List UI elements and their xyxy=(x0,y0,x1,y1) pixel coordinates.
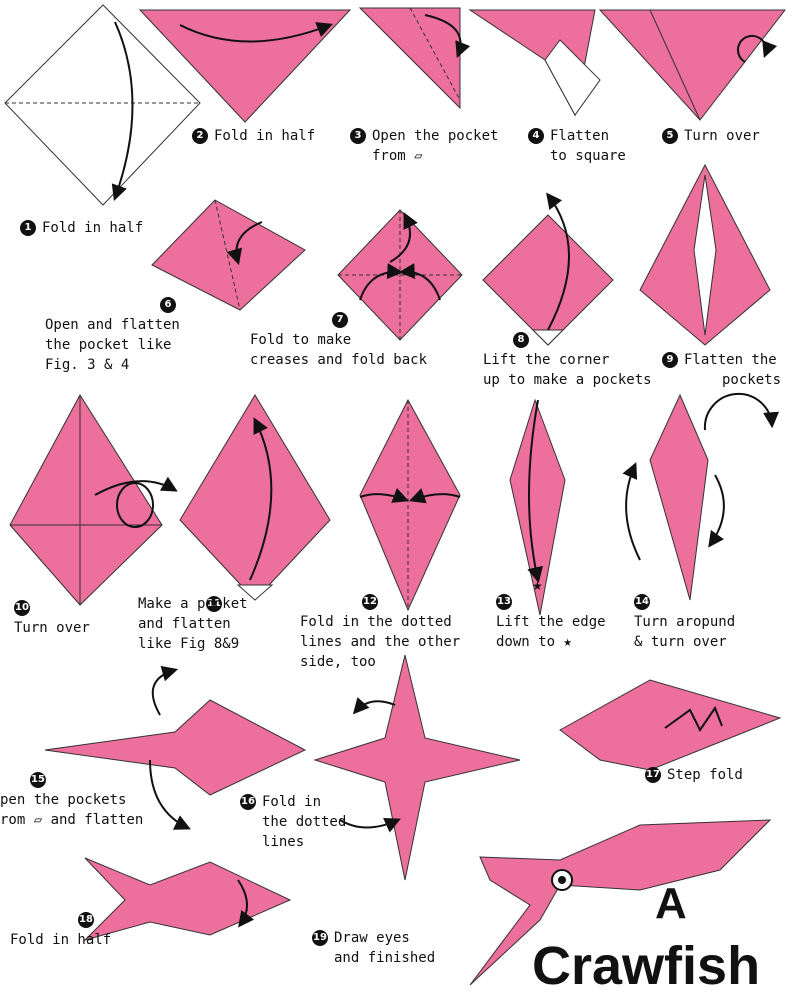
step-6-label: 6 Open and flatten the pocket like Fig. … xyxy=(45,295,182,375)
fig14-shape xyxy=(650,395,708,600)
title-article: A xyxy=(655,880,687,928)
arrow-fig14b xyxy=(626,465,640,560)
step-11-label: 11 Make a pocket and flatten like Fig 8&… xyxy=(138,594,248,654)
step-13-label: 13 Lift the edge down to ★ xyxy=(496,592,606,652)
step-14-label: 14 Turn aropund & turn over xyxy=(634,592,735,652)
step-7-label: 7 Fold to make creases and fold back xyxy=(250,310,427,370)
fig12-shape xyxy=(360,400,460,610)
star-icon: ★ xyxy=(532,579,543,593)
fig8-diamond xyxy=(483,215,613,345)
step-15-label: 15 pen the pockets rom ▱ and flatten xyxy=(0,770,143,830)
arrow-fig16a xyxy=(355,701,395,712)
step-8-label: 8 Lift the corner up to make a pockets xyxy=(483,330,652,390)
step-12-label: 12 Fold in the dotted lines and the othe… xyxy=(300,592,460,672)
arrow-fig15a xyxy=(153,670,175,715)
arrow-fig14a xyxy=(705,394,772,430)
fig6-shape xyxy=(152,200,305,310)
step-18-label: 18 Fold in half xyxy=(10,910,111,950)
step-10-label: 10 Turn over xyxy=(14,598,90,638)
title-name: Crawfish xyxy=(532,936,760,996)
fig3-triangle xyxy=(360,8,460,108)
arrow-fig14c xyxy=(710,475,724,545)
fig10-shape xyxy=(10,395,162,605)
arrow-fig16b xyxy=(340,820,398,828)
fig18-body xyxy=(85,858,290,940)
